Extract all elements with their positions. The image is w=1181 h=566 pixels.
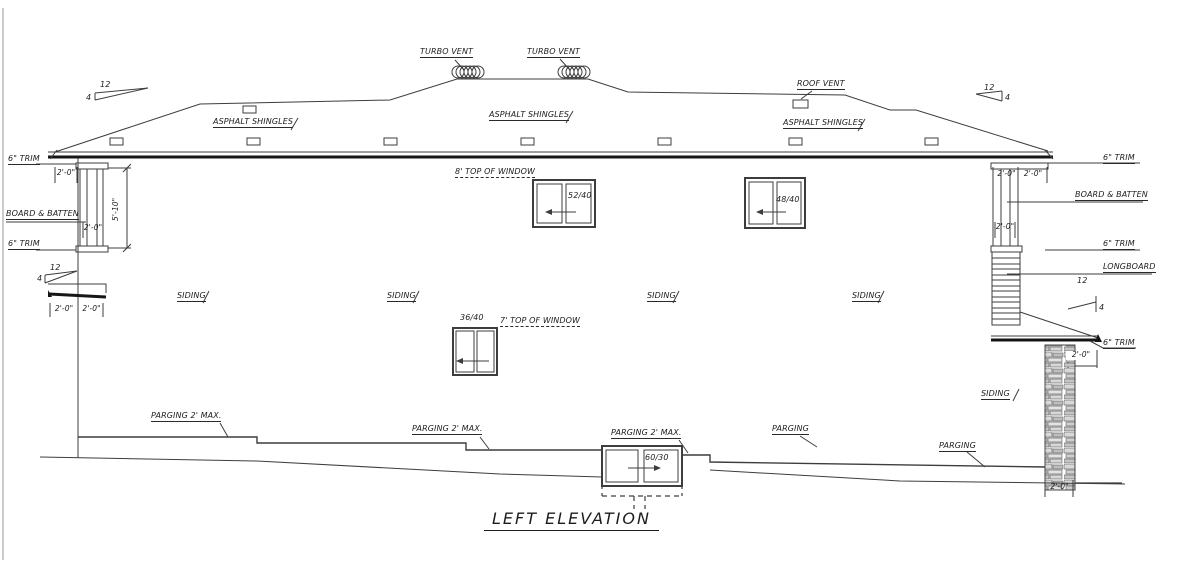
leader-lines xyxy=(6,58,1152,468)
parging-max-label: PARGING 2' MAX. xyxy=(611,428,682,440)
board-batten-label: BOARD & BATTEN xyxy=(1075,190,1148,202)
right-pent-slope xyxy=(1019,311,1099,339)
siding-label: SIDING xyxy=(647,291,676,303)
window-size-label: 52/40 xyxy=(568,191,592,200)
window-52-40 xyxy=(532,179,596,228)
stone-pier xyxy=(1044,344,1076,491)
pitch-run-label: 4 xyxy=(1099,303,1105,312)
parging-step-line xyxy=(78,436,602,451)
right-wall-assembly xyxy=(990,162,1102,497)
dimension-2ft: 2'-0" xyxy=(995,222,1015,231)
parging-max-label: PARGING 2' MAX. xyxy=(412,424,483,436)
roof-vent-label: ROOF VENT xyxy=(797,79,845,91)
window-well-dashed xyxy=(601,484,683,509)
dimension-2ft: 2'-0" xyxy=(997,169,1016,178)
turbo-vent-icon xyxy=(451,65,485,79)
dimension-2ft: 2'-0" xyxy=(56,168,76,177)
turbo-vent-label: TURBO VENT xyxy=(527,47,581,59)
roof xyxy=(48,65,1054,160)
dimension-2ft: 2'-0" xyxy=(1023,169,1043,178)
roof-vent-rects xyxy=(109,99,939,146)
dimension-2ft: 2'-0" xyxy=(83,223,103,232)
window-36-40 xyxy=(452,327,498,376)
longboard-siding xyxy=(991,251,1021,326)
board-batten-label: BOARD & BATTEN xyxy=(6,209,79,221)
pitch-rise-label: 12 xyxy=(50,263,61,272)
trim-label: 6" TRIM xyxy=(8,154,40,166)
grade-line xyxy=(39,456,1126,485)
dimension-2ft: 2'-0" xyxy=(82,304,101,313)
window-60-30 xyxy=(601,445,683,509)
turbo-vent-label: TURBO VENT xyxy=(420,47,474,59)
top-of-window-7-label: 7' TOP OF WINDOW xyxy=(500,316,581,328)
asphalt-shingles-label: ASPHALT SHINGLES xyxy=(489,110,570,122)
dimension-2ft: 2'-0" xyxy=(1050,482,1069,491)
asphalt-shingles-label: ASPHALT SHINGLES xyxy=(213,117,294,129)
parging-label: PARGING xyxy=(939,441,976,453)
board-batten-column xyxy=(992,168,1019,247)
pitch-rise-label: 12 xyxy=(984,83,995,92)
drawing-title: LEFT ELEVATION xyxy=(484,509,659,532)
pitch-rise-label: 12 xyxy=(1077,276,1088,285)
window-size-label: 60/30 xyxy=(645,453,669,462)
dimension-2ft: 2'-0" xyxy=(1066,350,1096,360)
longboard-label: LONGBOARD xyxy=(1103,262,1156,274)
foundation-grade xyxy=(39,436,1126,485)
pitch-run-label: 4 xyxy=(86,93,92,102)
labeled-roof-vent xyxy=(792,99,809,109)
siding-label: SIDING xyxy=(852,291,881,303)
dimension-2ft: 2'-0" xyxy=(54,304,74,313)
siding-label: SIDING xyxy=(981,389,1010,401)
siding-label: SIDING xyxy=(387,291,416,303)
parging-max-label: PARGING 2' MAX. xyxy=(151,411,222,423)
siding-label: SIDING xyxy=(177,291,206,303)
top-of-window-8-label: 8' TOP OF WINDOW xyxy=(455,167,536,179)
window-size-label: 36/40 xyxy=(460,313,484,322)
parging-label: PARGING xyxy=(772,424,809,436)
roof-outline xyxy=(54,78,1049,153)
trim-label: 6" TRIM xyxy=(1103,153,1135,165)
asphalt-shingles-label: ASPHALT SHINGLES xyxy=(783,118,864,130)
pitch-run-label: 4 xyxy=(1005,93,1011,102)
windows xyxy=(452,177,806,509)
left-pent-roof xyxy=(48,283,107,293)
dimension-5ft10: 5'-10" xyxy=(111,197,120,221)
pitch-markers xyxy=(44,87,1097,312)
pitch-run-label: 4 xyxy=(37,274,43,283)
trim-label: 6" TRIM xyxy=(1103,239,1135,251)
trim-label: 6" TRIM xyxy=(1103,338,1135,350)
window-size-label: 48/40 xyxy=(776,195,800,204)
pitch-rise-label: 12 xyxy=(100,80,111,89)
trim-label: 6" TRIM xyxy=(8,239,40,251)
left-wall-assembly xyxy=(48,158,132,458)
turbo-vent-icon xyxy=(557,65,591,79)
window-48-40 xyxy=(744,177,806,229)
